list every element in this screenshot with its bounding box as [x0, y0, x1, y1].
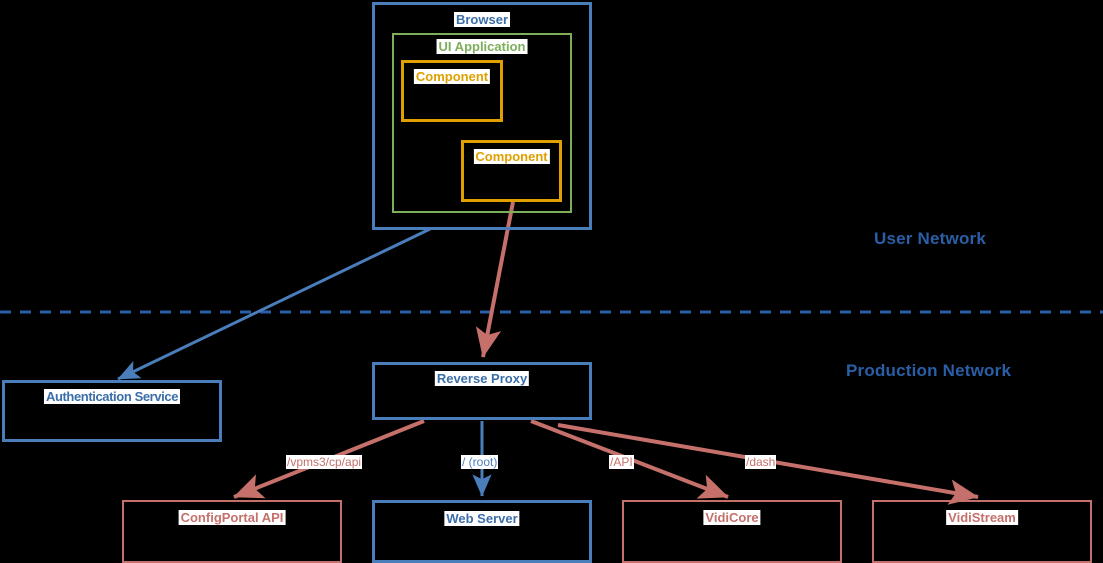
node-component-2[interactable]: Component: [461, 140, 562, 202]
node-component-1[interactable]: Component: [401, 60, 503, 122]
node-configportal-api-label: ConfigPortal API: [178, 510, 286, 525]
node-web-server-label: Web Server: [444, 511, 520, 526]
node-vidicore-label: VidiCore: [703, 510, 761, 525]
node-auth-service[interactable]: Authentication Service: [2, 380, 222, 442]
node-component-1-label: Component: [413, 69, 491, 84]
node-browser-label: Browser: [453, 12, 511, 27]
node-browser[interactable]: Browser: [372, 2, 592, 230]
node-vidicore[interactable]: VidiCore: [622, 500, 842, 563]
edge-label-api: /API: [609, 455, 634, 469]
zone-label-user-network: User Network: [874, 229, 986, 248]
edge-browser-auth: [117, 227, 431, 381]
edge-label-dash: /dash: [745, 455, 777, 469]
zone-label-production-network: Production Network: [846, 361, 1012, 380]
edge-label-vpms3: /vpms3/cp/api: [286, 455, 363, 469]
node-component-2-label: Component: [473, 149, 550, 164]
node-ui-application-label: UI Application: [436, 39, 528, 54]
node-ui-application[interactable]: UI Application: [392, 33, 572, 213]
node-auth-service-label: Authentication Service: [43, 389, 181, 404]
node-reverse-proxy[interactable]: Reverse Proxy: [372, 362, 592, 420]
edge-label-root: / (root): [461, 455, 499, 469]
node-reverse-proxy-label: Reverse Proxy: [434, 371, 530, 386]
node-vidistream[interactable]: VidiStream: [872, 500, 1092, 563]
node-configportal-api[interactable]: ConfigPortal API: [122, 500, 342, 563]
node-vidistream-label: VidiStream: [946, 510, 1018, 525]
node-web-server[interactable]: Web Server: [372, 500, 592, 563]
